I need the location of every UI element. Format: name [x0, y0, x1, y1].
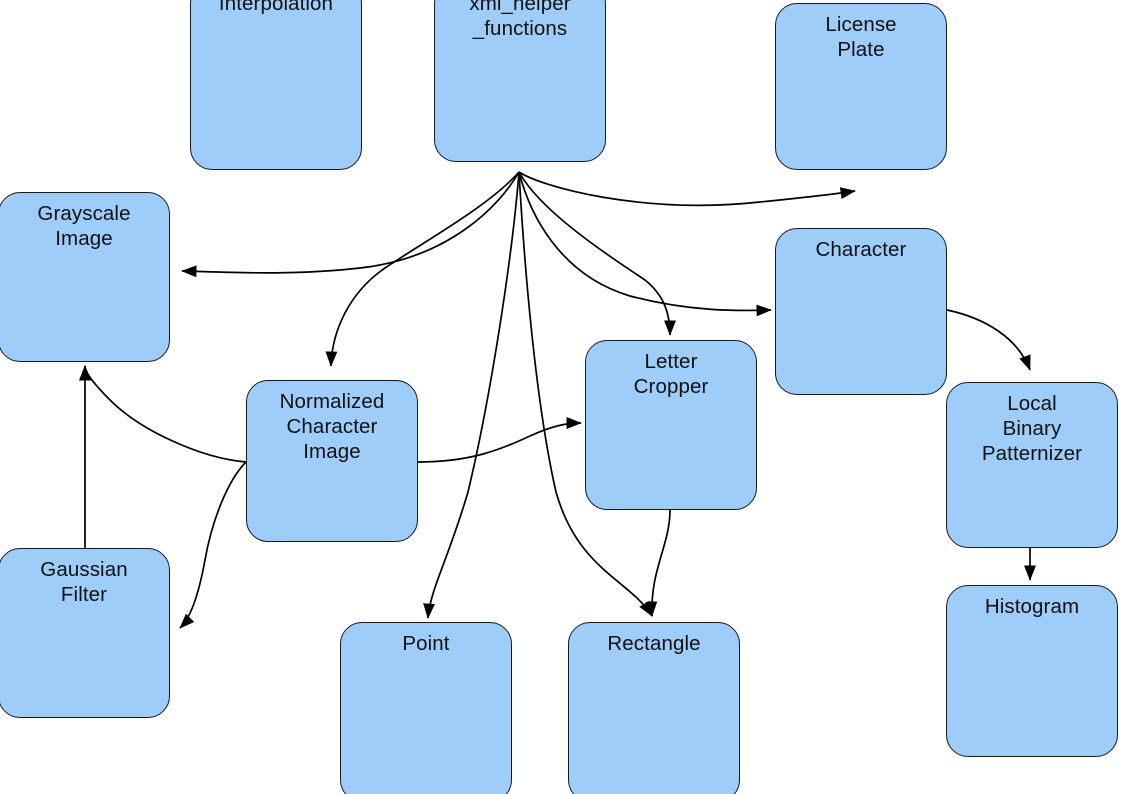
edge-paths [79, 171, 1036, 629]
node-normalized[interactable]: Normalized Character Image [246, 380, 418, 542]
node-gaussian[interactable]: Gaussian Filter [0, 548, 170, 718]
edge-xml_helper-to-rectangle [518, 171, 653, 617]
edge-normalized-to-letter_cropper [417, 417, 582, 463]
node-label-histogram: Histogram [984, 595, 1080, 618]
node-label-character: Character [815, 238, 907, 261]
node-label-lbp: Local Binary Patternizer [981, 392, 1083, 465]
edge-letter_cropper-to-rectangle [645, 509, 671, 617]
edge-character-to-lbp [946, 309, 1031, 371]
node-histogram[interactable]: Histogram [946, 585, 1118, 757]
edge-xml_helper-to-license_plate [518, 171, 856, 207]
node-lbp[interactable]: Local Binary Patternizer [946, 382, 1118, 548]
node-label-license_plate: License Plate [825, 13, 897, 61]
node-grayscale[interactable]: Grayscale Image [0, 192, 170, 362]
node-xml_helper[interactable]: xml_helper _functions [434, 0, 606, 162]
node-label-interpolation: Interpolation [218, 0, 334, 15]
node-interpolation[interactable]: Interpolation [190, 0, 362, 170]
edge-xml_helper-to-grayscale [181, 171, 520, 278]
edge-xml_helper-to-point [423, 171, 520, 619]
node-label-point: Point [402, 632, 450, 655]
edge-normalized-to-grayscale [79, 365, 247, 463]
node-label-normalized: Normalized Character Image [279, 390, 385, 463]
edge-xml_helper-to-character [518, 171, 772, 317]
node-point[interactable]: Point [340, 622, 512, 794]
edge-xml_helper-to-normalized [325, 171, 520, 367]
node-label-xml_helper: xml_helper _functions [469, 0, 571, 40]
node-character[interactable]: Character [775, 228, 947, 395]
node-label-gaussian: Gaussian Filter [40, 558, 128, 606]
node-license_plate[interactable]: License Plate [775, 3, 947, 170]
node-label-rectangle: Rectangle [607, 632, 701, 655]
edge-normalized-to-gaussian [179, 461, 247, 629]
node-rectangle[interactable]: Rectangle [568, 622, 740, 794]
node-letter_cropper[interactable]: Letter Cropper [585, 340, 757, 510]
node-label-grayscale: Grayscale Image [37, 202, 131, 250]
node-label-letter_cropper: Letter Cropper [633, 350, 709, 398]
edge-xml_helper-to-letter_cropper [518, 171, 676, 336]
